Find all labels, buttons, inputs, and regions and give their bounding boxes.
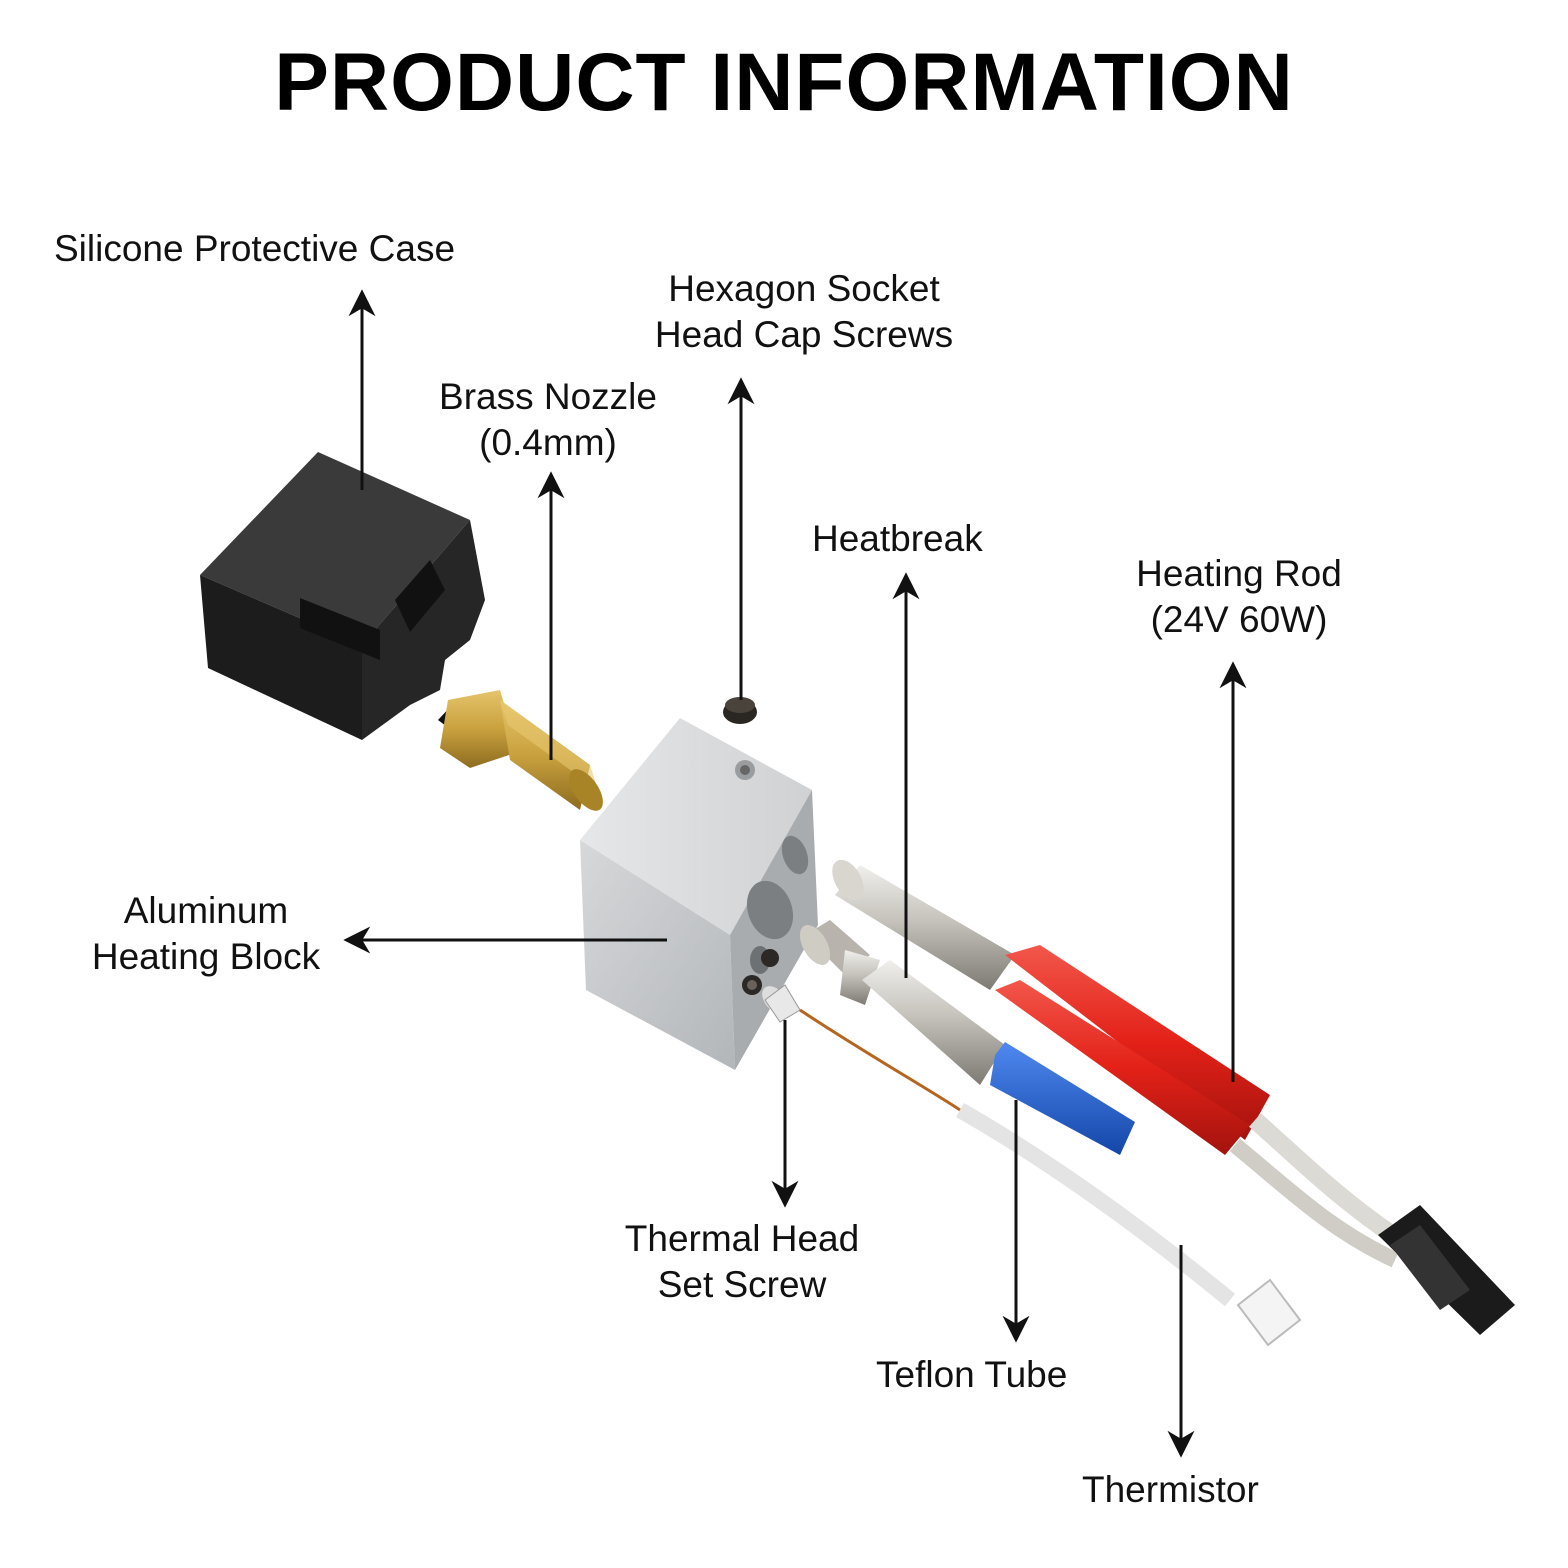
label-brass-nozzle: Brass Nozzle (0.4mm) xyxy=(439,376,657,463)
label-thermistor: Thermistor xyxy=(1082,1469,1259,1510)
label-hex-screws: Hexagon Socket Head Cap Screws xyxy=(654,268,954,355)
thermistor-part xyxy=(762,984,1302,1347)
label-thermal-screw: Thermal Head Set Screw xyxy=(624,1218,860,1305)
aluminum-block-part xyxy=(580,718,818,1070)
label-silicone-case: Silicone Protective Case xyxy=(54,228,456,269)
set-screw-part xyxy=(761,949,779,967)
teflon-tube-part xyxy=(990,1042,1135,1155)
heatbreak-part xyxy=(799,920,1005,1085)
callout-arrows xyxy=(343,289,1247,1458)
silicone-case-part xyxy=(200,452,485,740)
page-title: PRODUCT INFORMATION xyxy=(274,37,1294,128)
heating-rod-part xyxy=(832,859,1515,1335)
label-teflon-tube: Teflon Tube xyxy=(876,1354,1068,1395)
hex-screw-part xyxy=(723,697,757,724)
brass-nozzle-part xyxy=(438,690,603,811)
label-heating-rod: Heating Rod (24V 60W) xyxy=(1136,553,1342,640)
label-aluminum-block: Aluminum Heating Block xyxy=(91,890,321,977)
label-heatbreak: Heatbreak xyxy=(812,518,983,559)
